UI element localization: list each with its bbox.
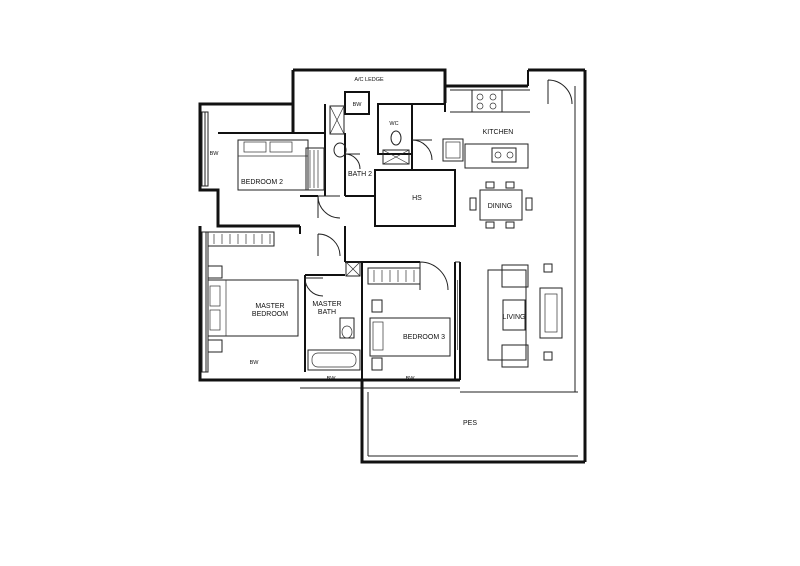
- bath2-toilet-icon: [333, 142, 347, 158]
- label-master-bedroom-line2: BEDROOM: [252, 311, 288, 318]
- bed-3-icon: [369, 317, 451, 357]
- label-dining: DINING: [488, 203, 513, 210]
- sink-icon: [491, 147, 517, 163]
- interior-walls: [218, 91, 461, 380]
- dining-table-icon: [479, 189, 523, 221]
- master-toilet-icon: [339, 317, 355, 339]
- fixtures: [201, 89, 563, 373]
- label-kitchen: KITCHEN: [483, 129, 514, 136]
- label-master-bath-line1: MASTER: [312, 301, 341, 308]
- label-bedroom-3: BEDROOM 3: [403, 334, 445, 341]
- sofa-right-icon: [539, 287, 563, 339]
- sofa-icon: [487, 269, 527, 361]
- label-pes: PES: [463, 420, 477, 427]
- fridge-icon: [442, 138, 464, 162]
- wc-toilet-icon: [390, 130, 402, 146]
- label-master-bedroom-line1: MASTER: [255, 303, 284, 310]
- bathtub-icon: [307, 349, 361, 371]
- label-bw-bath: BW: [327, 376, 337, 382]
- label-bw-top: BW: [353, 102, 363, 108]
- label-ac-ledge: A/C LEDGE: [354, 77, 384, 83]
- label-wc: WC: [389, 121, 398, 127]
- label-bw-left: BW: [210, 151, 220, 157]
- doors: [304, 79, 573, 297]
- label-bath-2: BATH 2: [348, 171, 372, 178]
- label-bw-bed3: BW: [406, 376, 416, 382]
- label-hs: HS: [412, 195, 422, 202]
- room-labels: A/C LEDGE BW WC KITCHEN BW BEDROOM 2 BAT…: [210, 77, 526, 427]
- label-bw-master: BW: [250, 360, 260, 366]
- bed-2-icon: [237, 139, 309, 191]
- label-master-bath-line2: BATH: [318, 309, 336, 316]
- outer-walls: [198, 68, 587, 464]
- label-living: LIVING: [503, 314, 526, 321]
- stove-icon: [471, 89, 503, 113]
- label-bedroom-2: BEDROOM 2: [241, 179, 283, 186]
